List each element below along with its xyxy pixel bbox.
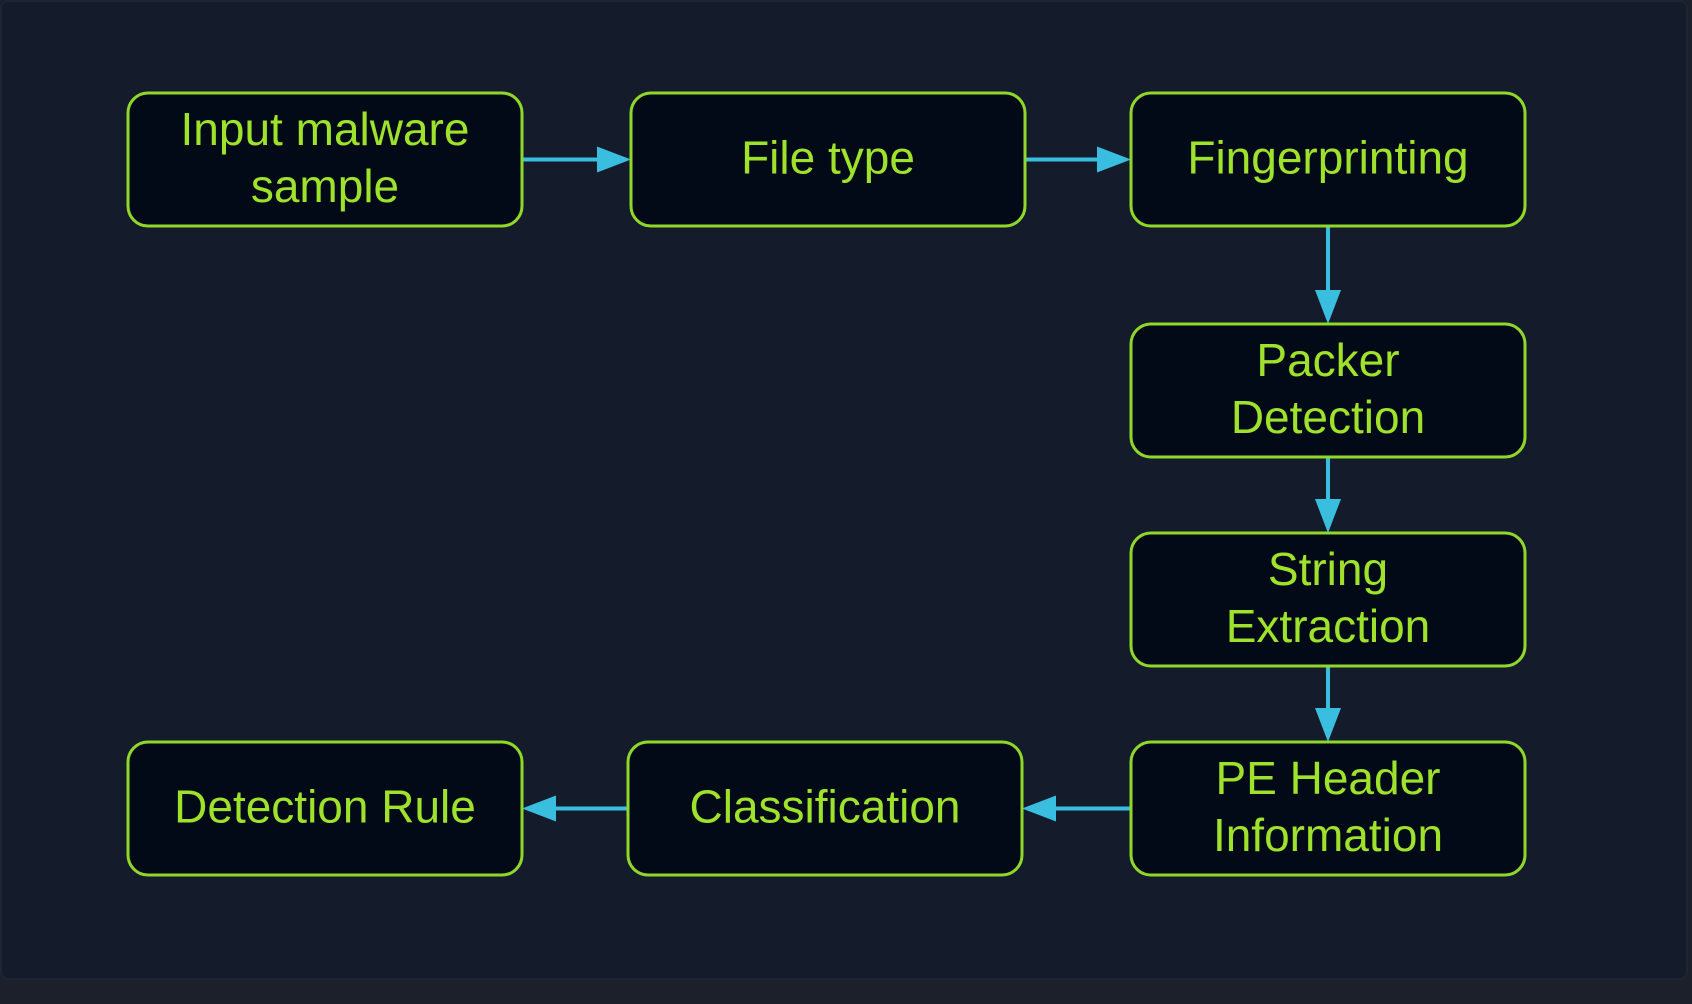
arrow-head bbox=[1315, 499, 1341, 533]
edges-layer bbox=[522, 146, 1341, 822]
arrow-classification-to-rule bbox=[522, 795, 628, 822]
node-box bbox=[1129, 531, 1527, 668]
node-rule: Detection Rule bbox=[126, 740, 524, 877]
node-label-line: PE Header bbox=[1215, 752, 1440, 804]
arrow-head bbox=[1022, 795, 1056, 822]
node-label-line: Fingerprinting bbox=[1187, 132, 1468, 184]
node-box bbox=[126, 740, 524, 877]
arrow-head bbox=[1315, 708, 1341, 742]
node-label-line: Detection Rule bbox=[174, 781, 476, 833]
node-label-line: Packer bbox=[1256, 334, 1399, 386]
arrow-head bbox=[597, 146, 631, 173]
node-fingerprint: Fingerprinting bbox=[1129, 91, 1527, 228]
node-label-line: Input malware bbox=[181, 103, 470, 155]
node-label-line: Extraction bbox=[1226, 600, 1431, 652]
arrow-strings-to-peheader bbox=[1315, 666, 1341, 742]
node-classification: Classification bbox=[626, 740, 1024, 877]
arrow-head bbox=[522, 795, 556, 822]
arrow-filetype-to-fingerprint bbox=[1025, 146, 1131, 173]
node-label-line: Information bbox=[1213, 809, 1443, 861]
arrow-fingerprint-to-packer bbox=[1315, 226, 1341, 324]
node-label-line: Detection bbox=[1231, 391, 1425, 443]
node-label-line: File type bbox=[741, 132, 915, 184]
node-box bbox=[1129, 740, 1527, 877]
node-box bbox=[626, 740, 1024, 877]
node-label-line: Classification bbox=[690, 781, 961, 833]
node-box bbox=[1129, 91, 1527, 228]
node-box bbox=[629, 91, 1027, 228]
node-label-line: sample bbox=[251, 160, 399, 212]
arrow-head bbox=[1097, 146, 1131, 173]
node-box bbox=[1129, 322, 1527, 459]
arrow-head bbox=[1315, 290, 1341, 324]
arrow-packer-to-strings bbox=[1315, 457, 1341, 533]
node-filetype: File type bbox=[629, 91, 1027, 228]
node-box bbox=[126, 91, 524, 228]
arrow-peheader-to-classification bbox=[1022, 795, 1131, 822]
node-label-line: String bbox=[1268, 543, 1388, 595]
arrow-input-to-filetype bbox=[522, 146, 631, 173]
